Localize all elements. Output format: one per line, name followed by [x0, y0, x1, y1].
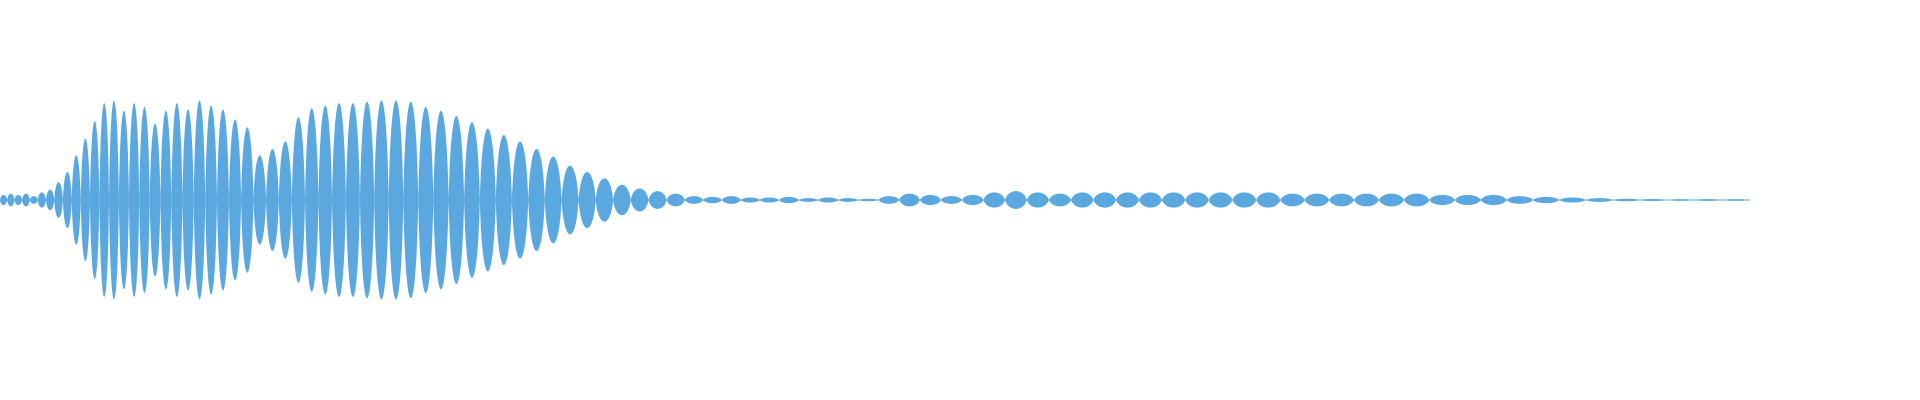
waveform-graphic — [0, 100, 1750, 300]
audio-waveform — [0, 100, 1750, 300]
